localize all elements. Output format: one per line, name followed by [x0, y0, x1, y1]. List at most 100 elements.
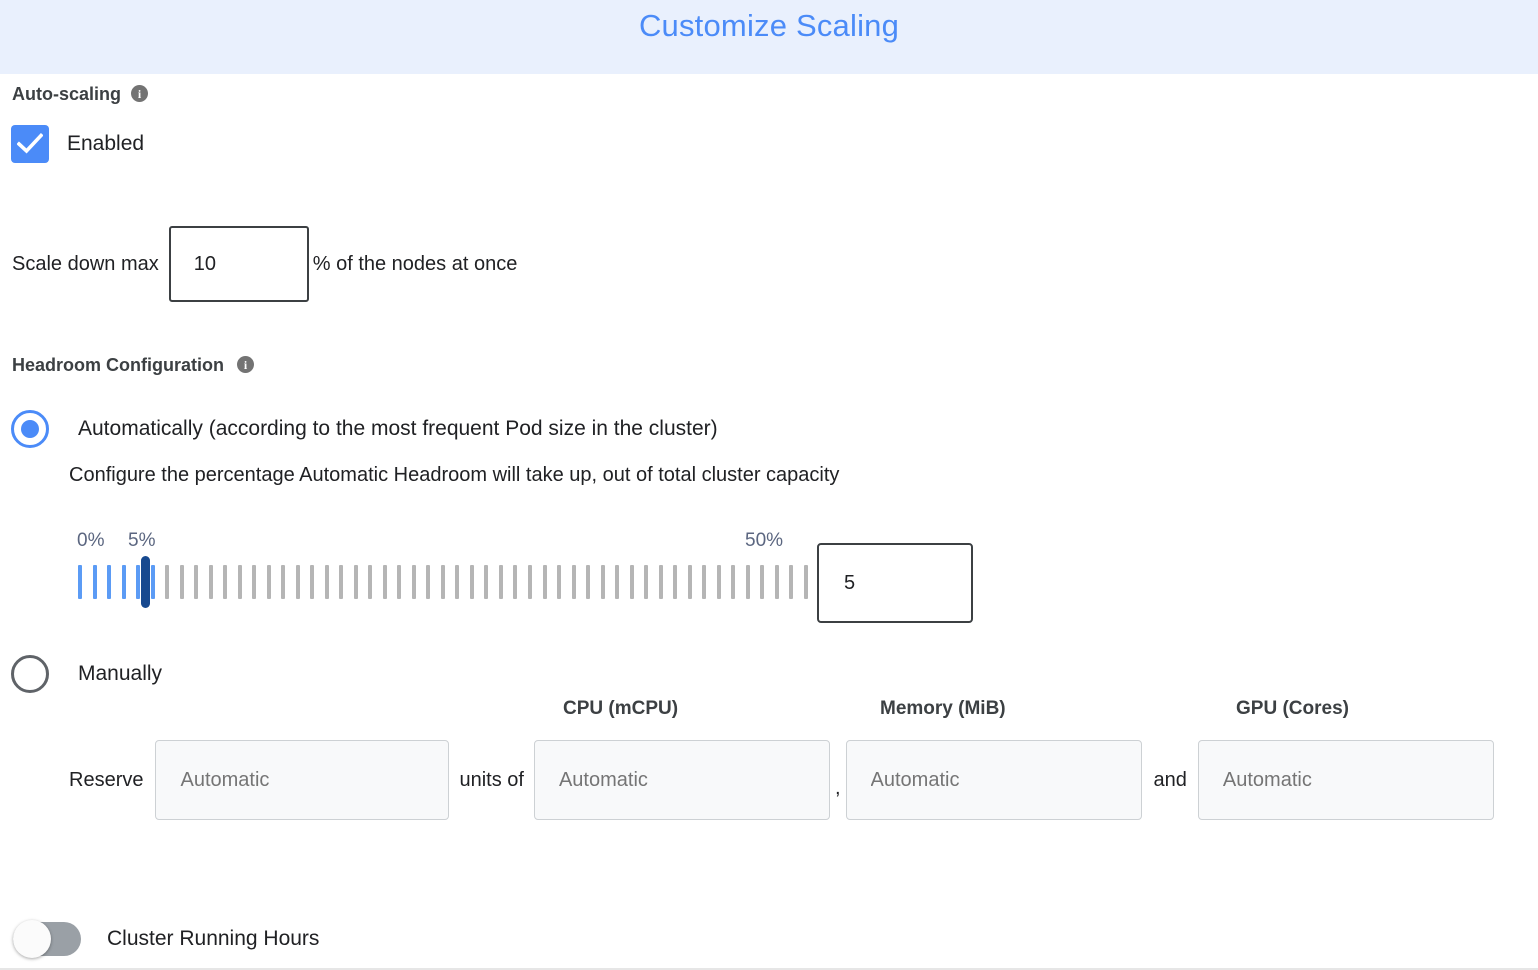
slider-tick — [107, 565, 112, 599]
slider-tick — [586, 565, 591, 599]
cluster-running-hours-row[interactable]: Cluster Running Hours — [13, 920, 320, 958]
slider-tick — [266, 565, 271, 599]
cpu-column-label: CPU (mCPU) — [563, 698, 679, 719]
bottom-divider — [0, 968, 1538, 970]
headroom-percentage-slider[interactable]: 0% 5% 50% — [0, 530, 1538, 640]
slider-tick — [774, 565, 779, 599]
slider-tick — [368, 565, 373, 599]
slider-tick — [223, 565, 228, 599]
headroom-percentage-input[interactable] — [817, 543, 973, 623]
slider-tick — [745, 565, 750, 599]
headroom-manually-label: Manually — [78, 662, 163, 685]
slider-tick — [687, 565, 692, 599]
slider-tick — [411, 565, 416, 599]
slider-tick — [716, 565, 721, 599]
reserve-units-input[interactable] — [155, 740, 450, 820]
radio-automatic[interactable] — [11, 410, 49, 448]
memory-column-label: Memory (MiB) — [880, 698, 1006, 719]
and-separator: and — [1153, 768, 1187, 791]
headroom-option-manual[interactable]: Manually — [11, 655, 162, 693]
slider-tick — [484, 565, 489, 599]
comma-separator: , — [834, 776, 841, 799]
headroom-configuration-label: Headroom Configuration — [12, 355, 224, 375]
slider-tick — [281, 565, 286, 599]
slider-current-label: 5% — [128, 530, 156, 551]
reserve-memory-input[interactable] — [845, 740, 1142, 820]
slider-tick — [426, 565, 431, 599]
slider-tick — [789, 565, 794, 599]
cluster-running-hours-toggle[interactable] — [13, 920, 81, 958]
reserve-gpu-input[interactable] — [1197, 740, 1494, 820]
slider-tick — [600, 565, 605, 599]
info-icon[interactable]: i — [131, 85, 149, 102]
slider-tick — [237, 565, 242, 599]
slider-tick — [78, 565, 82, 599]
headroom-option-automatic[interactable]: Automatically (according to the most fre… — [11, 410, 718, 448]
slider-tick — [440, 565, 445, 599]
slider-tick — [353, 565, 358, 599]
slider-tick — [165, 565, 170, 599]
slider-tick — [542, 565, 547, 599]
slider-tick — [397, 565, 402, 599]
slider-tick — [673, 565, 678, 599]
slider-thumb[interactable] — [141, 556, 150, 608]
slider-tick — [136, 565, 141, 599]
slider-tick — [310, 565, 315, 599]
scale-down-max-input[interactable] — [168, 226, 309, 302]
slider-tick — [629, 565, 634, 599]
slider-tick — [644, 565, 649, 599]
reserve-column-labels: CPU (mCPU) Memory (MiB) GPU (Cores) — [0, 698, 1538, 724]
info-icon[interactable]: i — [237, 356, 254, 373]
autoscaling-enabled-row[interactable]: Enabled — [11, 125, 144, 163]
reserve-label: Reserve — [69, 768, 144, 791]
slider-tick — [455, 565, 460, 599]
toggle-knob — [13, 920, 51, 958]
slider-tick — [658, 565, 663, 599]
autoscaling-section: Auto-scaling i — [12, 84, 149, 105]
slider-tick — [527, 565, 532, 599]
slider-tick — [702, 565, 707, 599]
scale-down-max-label: Scale down max — [12, 252, 159, 275]
reserve-row: Reserve units of , and — [69, 740, 1494, 820]
slider-tick — [498, 565, 503, 599]
scale-down-max-suffix: % of the nodes at once — [312, 252, 518, 275]
page-title: Customize Scaling — [638, 8, 900, 43]
headroom-description: Configure the percentage Automatic Headr… — [69, 464, 840, 486]
dialog-header: Customize Scaling — [0, 0, 1538, 74]
slider-tick — [150, 565, 155, 599]
reserve-cpu-input[interactable] — [533, 740, 830, 820]
slider-tick — [179, 565, 184, 599]
autoscaling-enabled-checkbox[interactable] — [11, 125, 49, 163]
slider-tick — [208, 565, 213, 599]
cluster-running-hours-label: Cluster Running Hours — [107, 927, 320, 950]
radio-dot — [21, 420, 39, 438]
slider-tick — [324, 565, 329, 599]
slider-tick — [194, 565, 199, 599]
check-icon — [17, 132, 43, 154]
slider-tick — [295, 565, 300, 599]
slider-min-label: 0% — [77, 530, 105, 551]
slider-tick — [382, 565, 387, 599]
autoscaling-enabled-label: Enabled — [67, 132, 145, 155]
slider-tick — [92, 565, 97, 599]
slider-tick — [803, 565, 808, 599]
units-of-label: units of — [459, 768, 524, 791]
slider-tick — [513, 565, 518, 599]
headroom-section: Headroom Configuration i — [12, 355, 254, 376]
autoscaling-label: Auto-scaling — [12, 84, 122, 104]
slider-tick — [731, 565, 736, 599]
slider-tick — [252, 565, 257, 599]
slider-track[interactable] — [78, 565, 808, 599]
scale-down-max-row: Scale down max % of the nodes at once — [12, 226, 517, 302]
slider-tick — [121, 565, 126, 599]
slider-tick — [339, 565, 344, 599]
headroom-automatic-label: Automatically (according to the most fre… — [78, 417, 718, 440]
slider-tick — [571, 565, 576, 599]
slider-max-label: 50% — [745, 530, 784, 551]
gpu-column-label: GPU (Cores) — [1236, 698, 1349, 719]
radio-manually[interactable] — [11, 655, 49, 693]
slider-tick — [760, 565, 765, 599]
slider-tick — [469, 565, 474, 599]
slider-tick — [615, 565, 620, 599]
